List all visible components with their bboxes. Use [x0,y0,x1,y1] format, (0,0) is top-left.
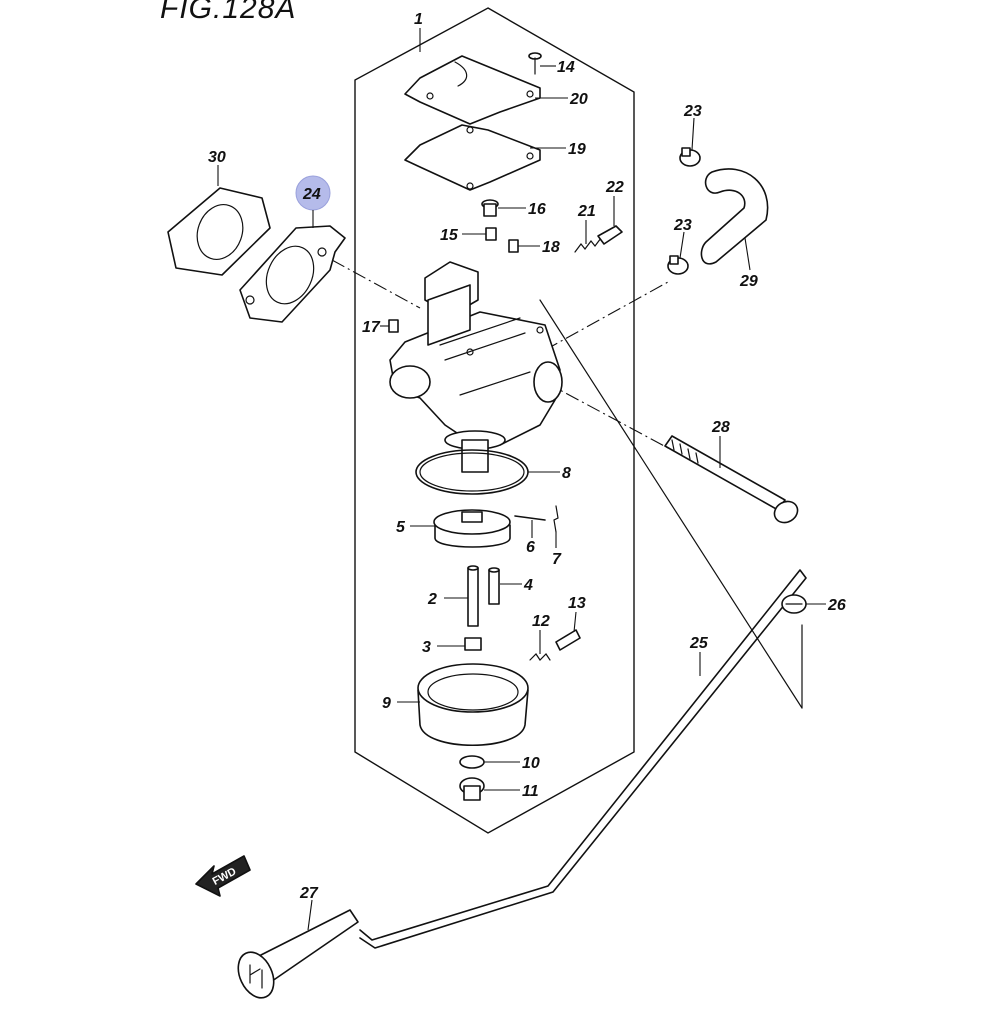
svg-text:24: 24 [302,186,321,203]
svg-text:12: 12 [532,613,550,630]
callout-part-22[interactable]: 22 [605,179,624,226]
callout-part-21[interactable]: 21 [577,203,596,244]
figure-title: FIG.128A [160,0,296,25]
svg-text:9: 9 [382,695,391,712]
svg-text:27: 27 [299,885,319,902]
diaphragm-part[interactable] [404,124,541,191]
pilot-jet-part[interactable] [508,239,519,253]
callout-part-20[interactable]: 20 [535,91,588,108]
float-pin-part[interactable] [514,515,546,521]
callout-part-27[interactable]: 27 [299,885,319,931]
callout-part-5[interactable]: 5 [396,519,436,536]
callout-part-25[interactable]: 25 [689,635,709,676]
callout-part-1[interactable]: 1 [414,11,423,52]
svg-text:4: 4 [523,577,533,594]
long-bolt-part[interactable] [664,435,801,527]
callout-part-18[interactable]: 18 [518,239,560,256]
carburetor-body-part[interactable] [389,261,563,473]
svg-text:23: 23 [683,103,702,120]
needle-valve-part[interactable] [488,567,500,605]
svg-text:13: 13 [568,595,586,612]
rod-clip-part[interactable] [781,594,807,614]
callout-part-6[interactable]: 6 [526,520,535,556]
svg-text:22: 22 [605,179,624,196]
callout-part-14[interactable]: 14 [540,59,575,76]
svg-text:19: 19 [568,141,586,158]
float-bowl-part[interactable] [417,663,529,746]
callout-part-15[interactable]: 15 [440,227,486,244]
callout-part-9[interactable]: 9 [382,695,420,712]
callout-part-23-bottom[interactable]: 23 [673,217,692,259]
emulsion-tube-part[interactable] [467,565,479,627]
idle-screw-part[interactable] [555,629,581,651]
svg-text:20: 20 [569,91,588,108]
fwd-arrow-icon: FWD [195,855,251,897]
screw-part[interactable] [528,52,542,75]
callout-part-7[interactable]: 7 [552,532,562,568]
callout-part-2[interactable]: 2 [427,591,468,608]
throttle-screw-part[interactable] [597,225,623,245]
choke-knob-part[interactable] [231,909,359,1004]
callout-part-12[interactable]: 12 [532,613,550,654]
assembly-frame [354,7,635,834]
svg-text:1: 1 [414,11,423,28]
svg-text:2: 2 [427,591,437,608]
callout-part-19[interactable]: 19 [530,141,586,158]
svg-text:29: 29 [739,273,758,290]
svg-text:21: 21 [577,203,596,220]
spring-part[interactable] [574,237,602,253]
jet-part[interactable] [485,227,497,241]
insulator-part[interactable] [167,187,271,276]
callout-part-23-top[interactable]: 23 [683,103,702,151]
clamp-top-part[interactable] [679,147,701,167]
callout-part-3[interactable]: 3 [422,639,465,656]
clip-part[interactable] [553,505,559,533]
clamp-bottom-part[interactable] [667,255,689,275]
callout-part-11[interactable]: 11 [484,783,539,800]
svg-text:30: 30 [208,149,226,166]
svg-text:7: 7 [552,551,562,568]
plug-small-part[interactable] [388,319,399,333]
part-callouts: 1 14 20 19 16 15 18 [208,11,846,931]
callout-part-30[interactable]: 30 [208,149,226,186]
svg-text:11: 11 [522,783,539,800]
svg-text:26: 26 [827,597,846,614]
callout-part-8[interactable]: 8 [528,465,571,482]
callout-part-16[interactable]: 16 [498,201,546,218]
choke-rod-part[interactable] [359,569,807,949]
svg-text:10: 10 [522,755,540,772]
callout-part-28[interactable]: 28 [711,419,730,468]
svg-text:23: 23 [673,217,692,234]
callout-part-26[interactable]: 26 [806,597,846,614]
svg-text:17: 17 [362,319,381,336]
callout-part-10[interactable]: 10 [484,755,540,772]
callout-part-4[interactable]: 4 [500,577,533,594]
callout-part-29[interactable]: 29 [739,237,758,290]
callout-part-13[interactable]: 13 [568,595,586,633]
svg-text:8: 8 [562,465,571,482]
fuel-hose-part[interactable] [700,168,769,265]
svg-text:14: 14 [557,59,575,76]
washer-part[interactable] [459,755,485,769]
svg-text:16: 16 [528,201,546,218]
main-jet-part[interactable] [464,637,482,651]
callout-part-24[interactable]: 24 [295,175,331,228]
svg-text:28: 28 [711,419,730,436]
gasket-part[interactable] [239,225,346,323]
idle-spring-part[interactable] [529,653,551,661]
svg-text:25: 25 [689,635,709,652]
svg-text:5: 5 [396,519,406,536]
svg-text:18: 18 [542,239,560,256]
drain-bolt-part[interactable] [459,777,485,801]
svg-text:6: 6 [526,539,535,556]
callout-part-17[interactable]: 17 [362,319,389,336]
plug-part[interactable] [481,199,499,217]
svg-text:3: 3 [422,639,431,656]
center-lines [331,259,803,709]
cover-plate-part[interactable] [404,55,541,125]
float-part[interactable] [433,509,511,548]
svg-text:15: 15 [440,227,459,244]
